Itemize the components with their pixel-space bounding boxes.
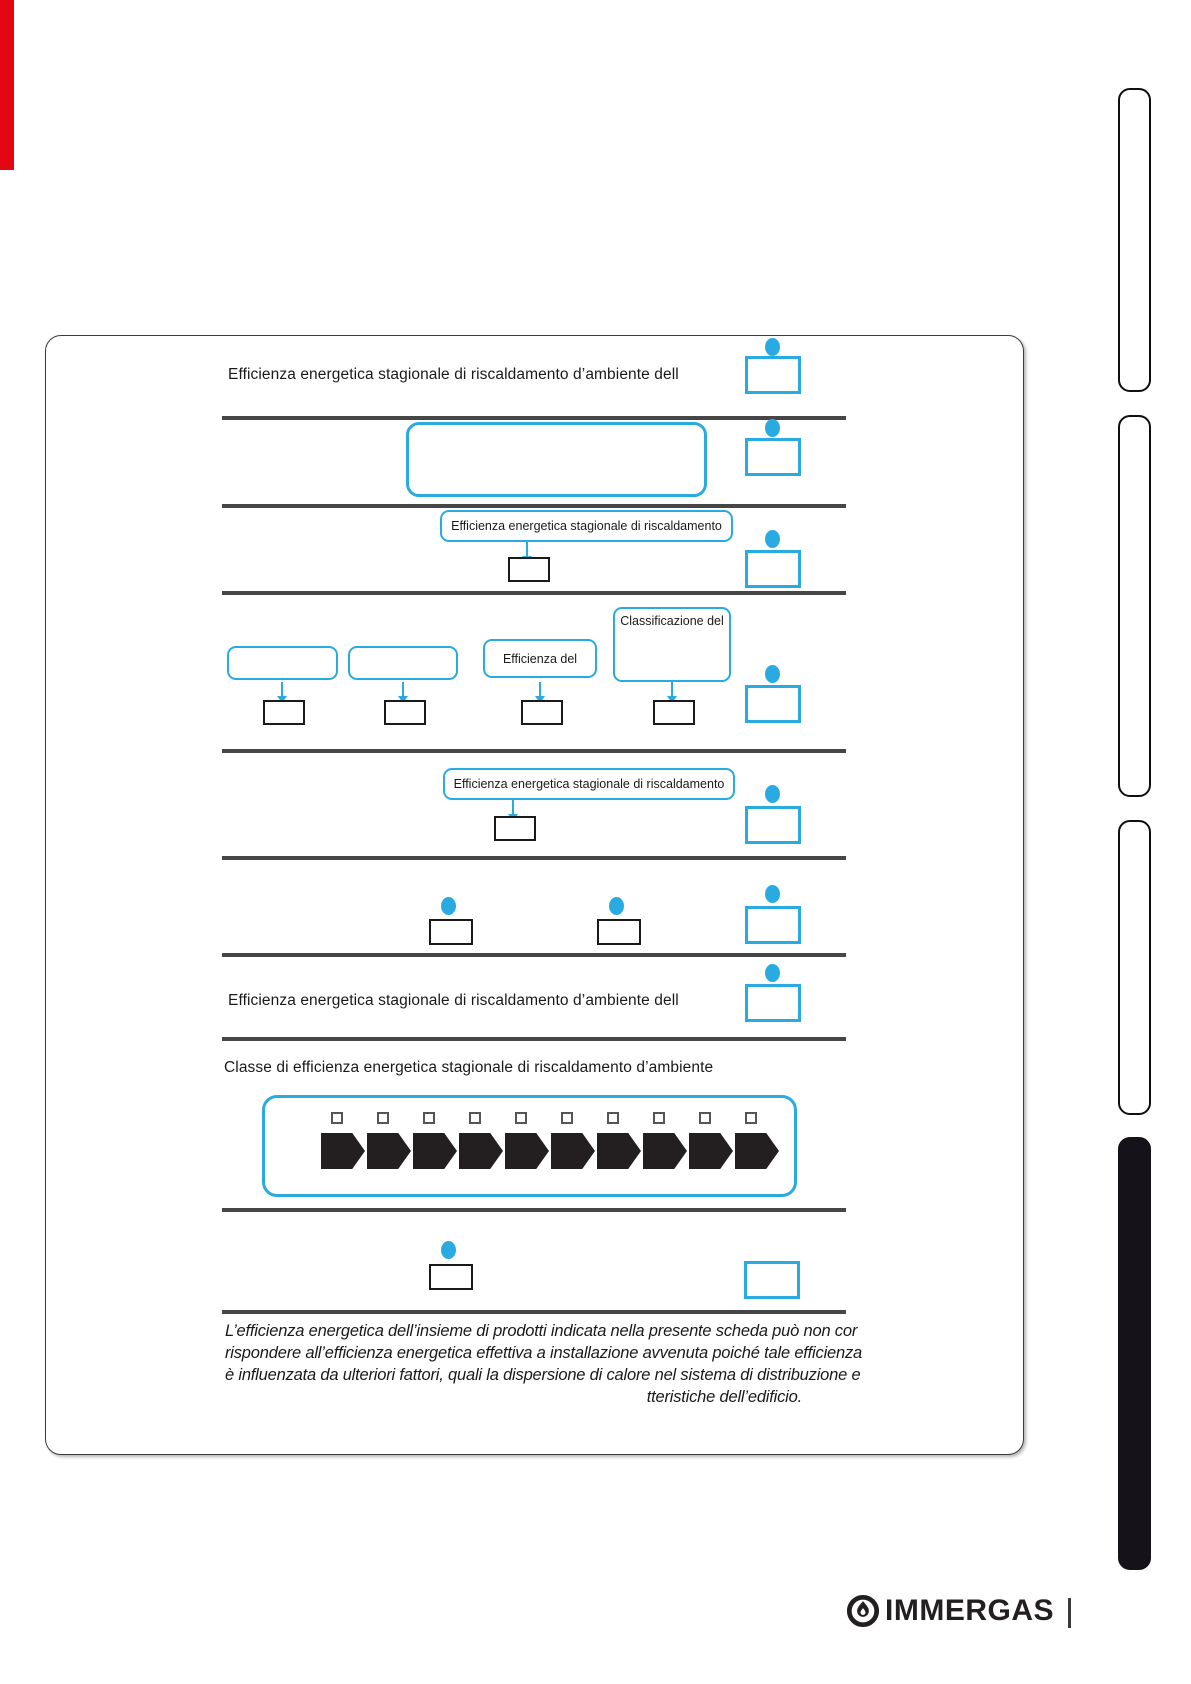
section-divider [222,1208,846,1212]
seasonal-efficiency-label-1: Efficienza energetica stagionale di risc… [228,366,679,383]
marker-dot-icon [765,964,780,982]
efficiency-callout-box: Efficienza energetica stagionale di risc… [440,510,733,542]
section-divider [222,749,846,753]
class-checkbox [653,1112,665,1124]
highlight-value-box [745,550,801,588]
callout-box-efficienza: Efficienza del [483,639,597,678]
disclaimer-line-4: tteristiche dell’edificio. [646,1388,802,1406]
immergas-wordmark: IMMERGAS [885,1594,1054,1627]
side-tab-2 [1118,415,1151,797]
value-entry-box [494,816,536,841]
page-edge-marker [0,0,14,170]
value-entry-box [384,700,426,725]
energy-class-unit [643,1112,687,1194]
highlight-value-box [745,906,801,944]
immergas-flame-icon [846,1594,880,1628]
value-entry-box [429,919,473,945]
section-divider [222,1310,846,1314]
class-checkbox [699,1112,711,1124]
class-checkbox [377,1112,389,1124]
class-arrow-icon [689,1133,733,1169]
arrow-down-icon [535,682,545,703]
energy-class-unit [689,1112,733,1194]
class-arrow-icon [321,1133,365,1169]
section-divider [222,504,846,508]
arrow-down-icon [277,682,287,703]
energy-class-unit [551,1112,595,1194]
value-entry-box [508,557,550,582]
energy-class-unit [459,1112,503,1194]
section-divider [222,953,846,957]
arrow-down-icon [667,682,677,703]
class-arrow-icon [597,1133,641,1169]
callout-box-1 [227,646,338,680]
callout-box-classificazione: Classificazione del [613,607,731,682]
value-entry-box [429,1264,473,1290]
highlight-value-box [745,806,801,844]
highlight-value-box [745,356,801,394]
disclaimer-line-3: è influenzata da ulteriori fattori, qual… [225,1366,861,1384]
value-entry-box [653,700,695,725]
marker-dot-icon [765,785,780,803]
value-entry-box [521,700,563,725]
arrow-down-icon [522,542,532,563]
highlight-value-box [745,685,801,723]
marker-dot-icon [765,338,780,356]
class-checkbox [745,1112,757,1124]
class-arrow-icon [413,1133,457,1169]
class-arrow-icon [551,1133,595,1169]
highlight-value-box [745,438,801,476]
marker-dot-icon [765,419,780,437]
immergas-logo: IMMERGAS [846,1594,1054,1628]
marker-dot-icon [765,530,780,548]
energy-class-heading: Classe di efficienza energetica stagiona… [224,1059,714,1076]
arrow-down-icon [398,682,408,703]
value-entry-box [597,919,641,945]
class-arrow-icon [459,1133,503,1169]
energy-class-unit [597,1112,641,1194]
class-checkbox [469,1112,481,1124]
highlight-value-box [745,984,801,1022]
section-divider [222,416,846,420]
efficiency-callout-box: Efficienza energetica stagionale di risc… [443,768,735,800]
class-checkbox [607,1112,619,1124]
section-divider [222,591,846,595]
disclaimer-line-2: rispondere all’efficienza energetica eff… [225,1344,863,1362]
marker-dot-icon [609,897,624,915]
marker-dot-icon [441,1241,456,1259]
class-checkbox [331,1112,343,1124]
energy-class-scale [262,1095,797,1197]
highlight-value-box [744,1261,800,1299]
class-arrow-icon [735,1133,779,1169]
energy-class-unit [367,1112,411,1194]
side-tab-4-active [1118,1137,1151,1570]
value-entry-box [263,700,305,725]
energy-class-unit [413,1112,457,1194]
energy-class-unit [735,1112,779,1194]
class-checkbox [423,1112,435,1124]
side-tab-1 [1118,88,1151,392]
class-arrow-icon [505,1133,549,1169]
footer-separator [1068,1598,1071,1628]
scheda-frame [45,335,1024,1455]
side-tab-3 [1118,820,1151,1115]
marker-dot-icon [441,897,456,915]
class-checkbox [561,1112,573,1124]
energy-class-unit [505,1112,549,1194]
class-arrow-icon [643,1133,687,1169]
energy-class-unit [321,1112,365,1194]
disclaimer-line-1: L’efficienza energetica dell’insieme di … [225,1322,858,1340]
product-assembly-box [406,422,707,497]
marker-dot-icon [765,665,780,683]
class-checkbox [515,1112,527,1124]
arrow-down-icon [508,800,518,821]
seasonal-efficiency-label-2: Efficienza energetica stagionale di risc… [228,992,679,1009]
class-arrow-icon [367,1133,411,1169]
marker-dot-icon [765,885,780,903]
section-divider [222,1037,846,1041]
section-divider [222,856,846,860]
callout-box-2 [348,646,458,680]
